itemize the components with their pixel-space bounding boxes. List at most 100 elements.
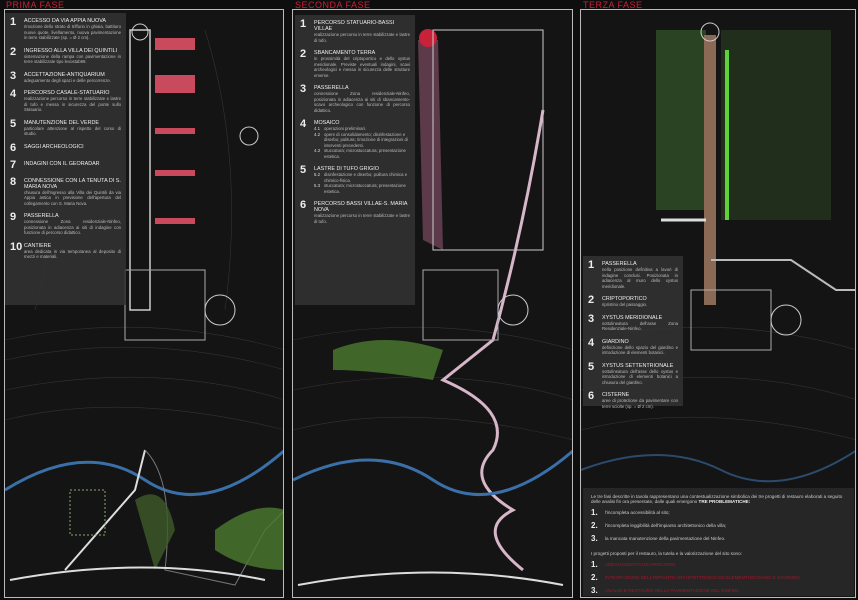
legend-item: 2 Sbancamento terrain prossimità del crip… — [300, 48, 410, 78]
item-title: Criptoportico — [602, 296, 647, 302]
item-number: 5 — [10, 117, 17, 130]
summary-box: Le tre fasi descritte in tavola rapprese… — [583, 488, 854, 596]
problem-item: 1.l'incompleta accessibilità al sito; — [591, 508, 670, 517]
item-number: 1 — [588, 259, 595, 271]
legend-item: 10Cantierearea dedicata in via temporane… — [10, 241, 121, 260]
legend-item: 2 Criptoporticoripristino del passaggio. — [588, 294, 678, 308]
legend-item: 2 Ingresso alla Villa dei Quintilisistema… — [10, 46, 121, 65]
item-title: Xystus settentrionale — [602, 362, 674, 369]
problem-item: 3.la mancata manutenzione della paviment… — [591, 534, 726, 543]
item-title: Giardino — [602, 338, 629, 345]
item-title: Cantiere — [24, 242, 52, 249]
item-desc: sistemazione della rampa con pavimentazi… — [24, 53, 121, 65]
item-number: 6 — [300, 199, 307, 211]
legend-item: 3 Passerellaconnessione Zona residenziale… — [300, 83, 410, 113]
item-title: Manutenzione del verde — [24, 119, 99, 126]
item-desc: aree di protezione da pavimentare con te… — [602, 398, 678, 409]
item-number: 4 — [588, 336, 595, 349]
site-plan-2 — [293, 29, 572, 586]
item-title: Indagini con il georadar — [24, 160, 100, 167]
item-number: 2 — [300, 48, 307, 60]
item-title: Xystus meridionale — [602, 314, 663, 321]
legend-item: 6 Percorso Bassi Villae-S. Maria Novareal… — [300, 199, 410, 224]
item-title: Ingresso alla Villa dei Quintili — [24, 47, 118, 54]
item-desc: ripristino del passaggio. — [602, 302, 648, 307]
item-number: 1 — [300, 18, 307, 30]
legend-item: 4 Percorso Casale-Statuariorealizzazione … — [10, 88, 121, 113]
item-title: Percorso Bassi Villae-S. Maria Nova — [314, 201, 408, 213]
item-number: 8 — [10, 175, 17, 188]
item-number: 4 — [300, 118, 307, 130]
item-number: 3 — [588, 312, 595, 325]
legend-item: 4Giardinodefinizione dello spazio del gi… — [588, 337, 678, 356]
item-desc: realizzazione percorso in terre stabiliz… — [24, 96, 121, 112]
item-desc: in prossimità del criptoportico e dello … — [314, 56, 410, 78]
item-number: 5 — [300, 164, 307, 176]
legend-item: 1 Passerellanella posizione definitiva a … — [588, 259, 678, 289]
item-title: Accesso da Via Appia Nuova — [24, 18, 106, 24]
item-number: 2 — [588, 294, 595, 306]
item-desc: realizzazione percorso in terre stabiliz… — [314, 213, 410, 224]
legend-item: 7 Indagini con il georadar — [10, 159, 121, 171]
phase-3-legend: 1 Passerellanella posizione definitiva a … — [583, 256, 683, 409]
proposal-item: 1.ADEGUAMENTO DEI PERCORSI — [591, 560, 676, 569]
legend-item: 5Xystus settentrionalesottolineatura del… — [588, 361, 678, 386]
item-title: Cisterne — [602, 392, 630, 398]
item-title: Accettazione-Antiquarium — [24, 71, 105, 78]
item-title: Passerella — [602, 261, 637, 267]
item-number: 3 — [300, 83, 307, 95]
legend-item: 1 Accesso da Via Appia Nuovarimozione del… — [10, 16, 121, 41]
item-desc: connessione Zona residenziale-Ninfeo, po… — [24, 219, 121, 235]
item-title: Percorso Casale-Statuario — [24, 90, 110, 96]
item-desc: particolare attenzione al rispetto del c… — [24, 125, 121, 137]
item-number: 2 — [10, 45, 17, 58]
legend-item: 3 Accettazione-Antiquariumadeguamento deg… — [10, 70, 121, 84]
legend-item: 1Percorso Statuario-Bassi Villaerealizza… — [300, 18, 410, 43]
proposal-item: 2.INTEGRAZIONE DELL'IMPIANTO ARCHITETTON… — [591, 573, 800, 582]
phase-1-title: PRIMA FASE — [6, 0, 65, 10]
site-plan-3 — [581, 22, 855, 483]
legend-item: 5 Manutenzione del verdeparticolare atten… — [10, 118, 121, 137]
legend-item: 3 Xystus meridionalesottolineatura dell'a… — [588, 313, 678, 332]
item-desc: nella posizione definitiva a lavori di i… — [602, 267, 678, 289]
summary-intro: Le tre fasi descritte in tavola rapprese… — [591, 494, 843, 504]
item-title: Sbancamento terra — [314, 50, 376, 56]
item-title: Passerella — [314, 85, 349, 91]
phase-1-plan: 1 Accesso da Via Appia Nuovarimozione del… — [4, 9, 284, 598]
item-number: 1 — [10, 16, 17, 28]
item-number: 10 — [10, 240, 23, 253]
phase-2-title: SECONDA FASE — [295, 0, 371, 10]
item-title: Lastre di tufo grigio — [314, 166, 379, 172]
phase-2-legend: 1Percorso Statuario-Bassi Villaerealizza… — [295, 15, 415, 305]
item-title: Mosaico — [314, 120, 340, 126]
item-title: Saggi archeologici — [24, 143, 84, 150]
item-desc: sottolineatura dell'asse Zona Residenzia… — [602, 320, 678, 332]
item-number: 6 — [10, 141, 17, 154]
item-number: 6 — [588, 390, 595, 402]
proposals-intro: I progetti proposti per il restauro, la … — [591, 551, 742, 556]
item-number: 9 — [10, 211, 17, 223]
item-desc: connessione Zona residenziale-Ninfeo, po… — [314, 91, 410, 113]
legend-item: 9 Passerellaconnessione Zona residenziale… — [10, 211, 121, 236]
item-desc: rimozione dello strato di triffurio in g… — [24, 24, 121, 40]
item-number: 3 — [10, 69, 17, 82]
item-number: 7 — [10, 158, 17, 171]
legend-item: 8 Connessione con la tenuta di S. Maria N… — [10, 176, 121, 207]
item-number: 5 — [588, 360, 595, 373]
phase-3-title: TERZA FASE — [583, 0, 643, 10]
item-desc: chiusura dell'ingresso alla Villa dei Qu… — [24, 189, 121, 206]
phase-2-plan: 1Percorso Statuario-Bassi Villaerealizza… — [292, 9, 573, 598]
legend-item: 6 Saggi archeologici — [10, 142, 121, 154]
item-title: Passerella — [24, 213, 59, 219]
item-desc: adeguamento degli spazi e delle percorre… — [24, 77, 111, 83]
phase-1-legend: 1 Accesso da Via Appia Nuovarimozione del… — [5, 13, 126, 305]
item-number: 4 — [10, 88, 17, 100]
item-title: Connessione con la tenuta di S. Maria No… — [24, 177, 121, 190]
proposal-item: 3.ANALISI E RESTAURO DELLA PAVIMENTAZION… — [591, 586, 739, 595]
